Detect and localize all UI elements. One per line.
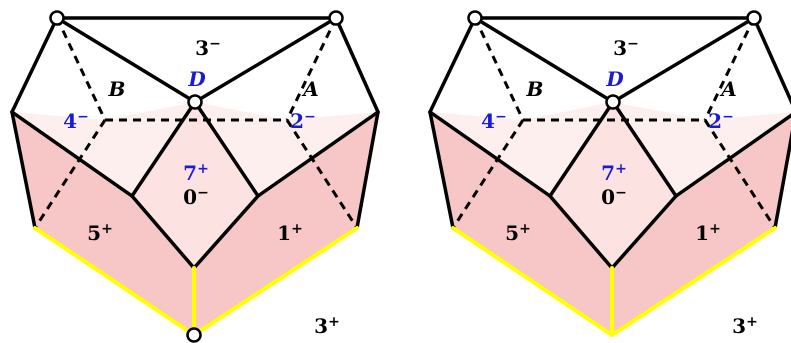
- face-inner-band: [12, 102, 378, 268]
- hidden-edge: [703, 119, 777, 229]
- vertex-label-d: D: [605, 67, 624, 91]
- face-lower-left: [430, 112, 612, 335]
- edge: [10, 110, 134, 198]
- face-label-left: 4−: [63, 109, 89, 133]
- edge: [428, 110, 455, 230]
- face-label-right: 2−: [290, 109, 316, 133]
- face-lower-left: [12, 112, 194, 335]
- figure-left: 3− D B A 4− 2− 7+0− 5+ 1+ 3+: [10, 10, 380, 343]
- face-label-lower-right: 1+: [695, 221, 721, 245]
- face-label-center-lower: 0−: [601, 185, 627, 209]
- edge-label-b: B: [526, 77, 544, 101]
- face-lower-right: [612, 115, 791, 335]
- edge-label-a: A: [301, 77, 319, 101]
- edge: [10, 16, 59, 114]
- face-label-center-upper: 7+: [601, 161, 627, 185]
- edge: [752, 16, 791, 106]
- edge-label-b: B: [108, 77, 126, 101]
- vertex-marker: [328, 10, 344, 26]
- edge: [611, 16, 756, 104]
- face-label-outer: 3+: [314, 314, 340, 338]
- edge: [55, 16, 197, 104]
- edge: [428, 110, 552, 198]
- edge: [428, 16, 477, 114]
- edge: [548, 194, 614, 270]
- hidden-edge: [33, 119, 107, 229]
- face-label-lower-right: 1+: [277, 221, 303, 245]
- highlighted-edge: [33, 226, 196, 337]
- face-label-outer: 3+: [732, 314, 758, 338]
- edge: [548, 100, 615, 198]
- edge: [193, 100, 260, 198]
- vertex-marker: [49, 10, 65, 26]
- edge: [674, 113, 791, 198]
- hidden-edge: [285, 119, 359, 229]
- hidden-edge: [451, 119, 525, 229]
- face-inner-band: [430, 102, 791, 268]
- edge: [10, 110, 37, 230]
- vertex-marker: [186, 327, 202, 343]
- face-label-left: 4−: [481, 109, 507, 133]
- vertex-marker: [467, 10, 483, 26]
- highlighted-edge: [451, 226, 614, 337]
- face-label-top: 3−: [613, 36, 639, 60]
- hidden-edge: [703, 17, 756, 121]
- highlighted-edge: [192, 226, 359, 337]
- edge: [193, 16, 338, 104]
- vertex-marker: [187, 94, 203, 110]
- edge: [334, 16, 380, 114]
- face-label-center-upper: 7+: [183, 161, 209, 185]
- edge: [192, 194, 260, 270]
- edge: [773, 129, 791, 230]
- figure-right: 3− D B A 4− 2− 7+0− 5+ 1+ 3+: [428, 10, 791, 338]
- edge: [610, 194, 678, 270]
- edge: [130, 194, 196, 270]
- hidden-edge: [55, 17, 107, 121]
- vertex-marker: [746, 10, 762, 26]
- edge: [256, 110, 380, 198]
- edge-label-a: A: [719, 77, 737, 101]
- vertex-label-d: D: [187, 67, 206, 91]
- edge: [611, 100, 678, 198]
- edge: [130, 100, 197, 198]
- highlighted-edge: [610, 226, 777, 337]
- hidden-edge: [473, 17, 525, 121]
- face-label-lower-left: 5+: [505, 221, 531, 245]
- face-label-center-lower: 0−: [183, 185, 209, 209]
- edge: [355, 110, 380, 230]
- face-label-right: 2−: [708, 109, 734, 133]
- hidden-edge: [285, 17, 338, 121]
- face-label-lower-left: 5+: [87, 221, 113, 245]
- vertex-marker: [605, 94, 621, 110]
- edge: [473, 16, 615, 104]
- face-label-top: 3−: [195, 36, 221, 60]
- face-lower-right: [194, 112, 378, 335]
